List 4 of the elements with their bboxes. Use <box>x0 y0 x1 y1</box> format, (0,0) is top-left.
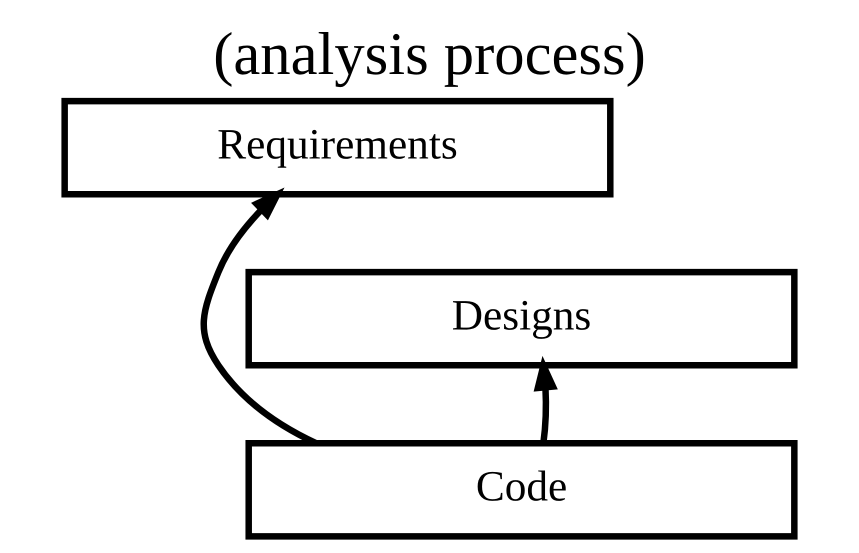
node-box: Code <box>245 440 798 540</box>
diagram-title: (analysis process) <box>213 20 646 88</box>
node-box: Designs <box>245 268 798 369</box>
node-box: Requirements <box>61 98 614 198</box>
